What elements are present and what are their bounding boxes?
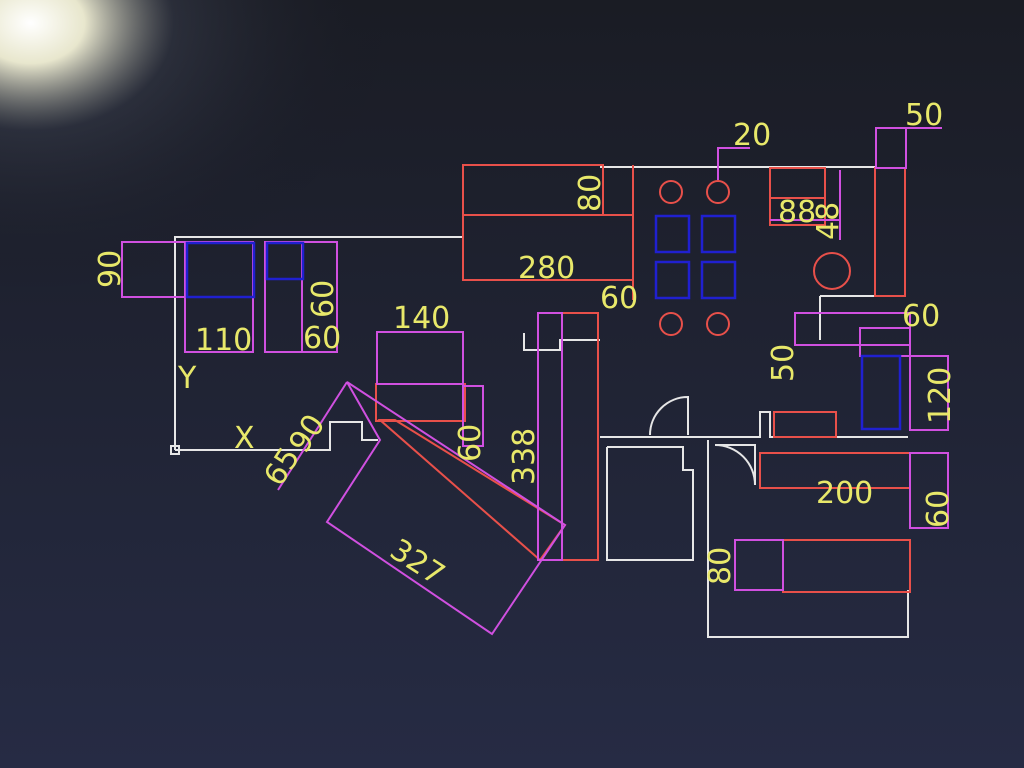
door-swing-2 <box>714 444 756 486</box>
dim-90-left: 90 <box>93 250 128 288</box>
dim-60-c: 60 <box>600 281 638 316</box>
dim-200: 200 <box>816 476 873 511</box>
dim-88: 88 <box>778 195 816 230</box>
dim-80-top: 80 <box>573 174 608 212</box>
dim-280: 280 <box>518 251 575 286</box>
dim-60-e: 60 <box>902 299 940 334</box>
dim-20: 20 <box>733 118 771 153</box>
dim-60-d: 60 <box>453 424 488 462</box>
door-swing <box>649 395 689 436</box>
x-axis-label: X <box>234 421 255 456</box>
blocks <box>185 214 902 431</box>
dim-120: 120 <box>923 367 958 424</box>
dim-60-b: 60 <box>303 321 341 356</box>
dim-80-bottom: 80 <box>703 547 738 585</box>
y-axis-label: Y <box>177 361 197 396</box>
dim-50-top: 50 <box>905 98 943 133</box>
dim-140: 140 <box>393 301 450 336</box>
dim-60-a: 60 <box>306 280 341 318</box>
ucs-origin <box>170 445 180 455</box>
dim-50-mid: 50 <box>766 344 801 382</box>
dim-338: 338 <box>507 428 542 485</box>
dim-48: 48 <box>811 202 846 240</box>
dim-60-f: 60 <box>921 490 956 528</box>
dim-110: 110 <box>195 323 252 358</box>
